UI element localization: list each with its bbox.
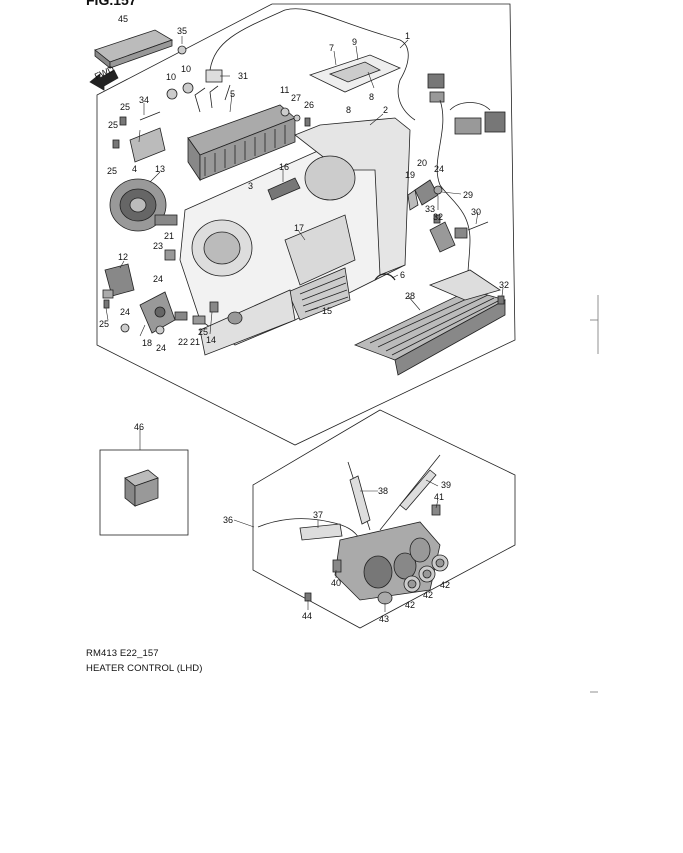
- callout-p11: 11: [280, 85, 289, 95]
- callout-p25c: 25: [107, 166, 117, 176]
- callout-p19: 19: [405, 170, 415, 180]
- callout-p25b: 25: [108, 120, 118, 130]
- callout-p9: 9: [352, 37, 357, 47]
- callout-p44: 44: [302, 611, 312, 621]
- callout-p13: 13: [155, 164, 165, 174]
- callout-p34: 34: [139, 95, 149, 105]
- callout-p45: 45: [118, 14, 128, 24]
- callout-p36: 36: [223, 515, 233, 525]
- connector-group: [427, 73, 506, 296]
- relay-part-46: [124, 469, 159, 507]
- screw-part-26: [304, 117, 311, 127]
- callout-p2: 2: [383, 105, 388, 115]
- bracket-part-4: [112, 111, 166, 163]
- screw-part-44: [304, 592, 312, 602]
- callout-p29: 29: [463, 190, 473, 200]
- heater-core-part-28: [353, 269, 507, 376]
- callout-p38: 38: [378, 486, 388, 496]
- heater-case: [179, 117, 411, 356]
- knob-parts-42: [403, 554, 449, 593]
- callout-p3: 3: [248, 181, 253, 191]
- callout-p30: 30: [471, 207, 481, 217]
- callout-p32b: 32: [499, 280, 509, 290]
- callout-p23: 23: [153, 241, 163, 251]
- callout-p42c: 42: [405, 600, 415, 610]
- washer-part-11: [280, 107, 290, 117]
- callout-p8b: 8: [346, 105, 351, 115]
- callout-p21a: 21: [164, 231, 174, 241]
- callout-p35: 35: [177, 26, 187, 36]
- callout-p12: 12: [118, 252, 128, 262]
- evaporator-pipes: [194, 84, 231, 113]
- callout-p17: 17: [294, 223, 304, 233]
- callout-p5: 5: [230, 89, 235, 99]
- filter-frame-part-7: [308, 54, 402, 93]
- callout-p31: 31: [238, 71, 248, 81]
- callout-p42b: 42: [423, 590, 433, 600]
- washer-part-27: [293, 114, 301, 122]
- nut-part-35: [177, 45, 187, 55]
- callout-p25d: 25: [99, 319, 109, 329]
- callout-p24d: 24: [156, 343, 166, 353]
- right-actuator-parts: [407, 179, 489, 253]
- callout-p24a: 24: [434, 164, 444, 174]
- callout-p4: 4: [132, 164, 137, 174]
- control-cables: [257, 454, 441, 541]
- cover-part-45: [94, 29, 173, 69]
- callout-p24b: 24: [153, 274, 163, 284]
- clip-part-31: [205, 69, 223, 83]
- callout-p26: 26: [304, 100, 314, 110]
- link-parts: [164, 249, 219, 325]
- callout-p33: 33: [425, 204, 435, 214]
- main-assembly-frame: [96, 3, 516, 446]
- washer-part-10b: [182, 82, 194, 94]
- callout-p1: 1: [405, 31, 410, 41]
- callout-p8a: 8: [369, 92, 374, 102]
- callout-p42a: 42: [440, 580, 450, 590]
- control-assembly-frame: [252, 409, 516, 629]
- callout-p21b: 21: [190, 337, 200, 347]
- callout-p14: 14: [206, 335, 216, 345]
- callout-p43: 43: [379, 614, 389, 624]
- callout-p24c: 24: [120, 307, 130, 317]
- callout-p25a: 25: [120, 102, 130, 112]
- callout-p16: 16: [279, 162, 289, 172]
- callout-p25e: 25: [198, 327, 208, 337]
- callout-p22: 22: [178, 337, 188, 347]
- callout-p10a: 10: [166, 72, 176, 82]
- callout-p28: 28: [405, 291, 415, 301]
- callout-p40: 40: [331, 578, 341, 588]
- callout-p27: 27: [291, 93, 301, 103]
- callout-p6: 6: [400, 270, 405, 280]
- callout-p41: 41: [434, 492, 444, 502]
- actuator-part-12: [102, 263, 135, 309]
- figure-code: RM413 E22_157: [86, 648, 159, 659]
- evaporator-core-part-5: [187, 104, 296, 182]
- relay-inset-box: [99, 449, 189, 536]
- figure-title: FIG.157: [86, 0, 137, 8]
- washer-part-10a: [166, 88, 178, 100]
- figure-caption: HEATER CONTROL (LHD): [86, 663, 203, 674]
- callout-p10b: 10: [181, 64, 191, 74]
- callout-p18: 18: [142, 338, 152, 348]
- leader-lines: [105, 36, 504, 612]
- callout-p37: 37: [313, 510, 323, 520]
- cable-part-1: [209, 8, 416, 121]
- callout-p20: 20: [417, 158, 427, 168]
- callout-p15: 15: [322, 306, 332, 316]
- callout-p7: 7: [329, 43, 334, 53]
- callout-p39: 39: [441, 480, 451, 490]
- blower-motor-part-13: [109, 178, 178, 232]
- fwd-arrow-icon: [89, 69, 119, 91]
- callout-p46: 46: [134, 422, 144, 432]
- callout-p32a: 32: [433, 212, 443, 222]
- clip-part-6: [374, 273, 396, 281]
